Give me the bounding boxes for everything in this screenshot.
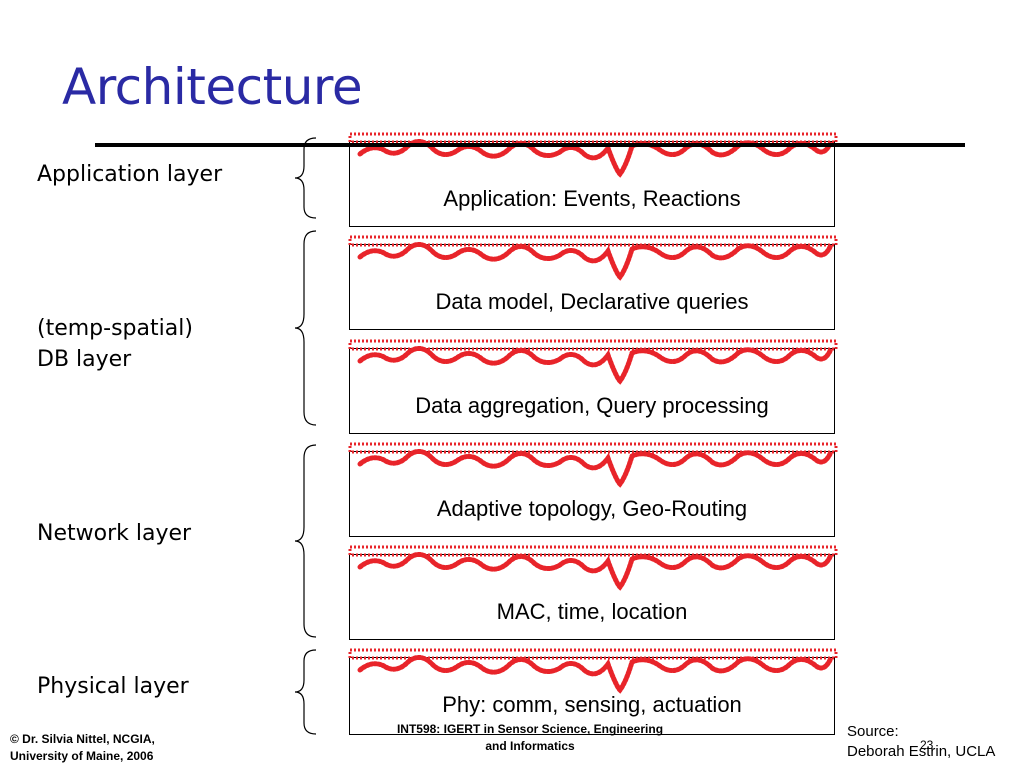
wave-line: [357, 552, 833, 591]
layer-box-physical: Phy: comm, sensing, actuation: [348, 648, 838, 735]
wave-border: [348, 132, 838, 178]
title-underline: [95, 143, 965, 147]
footer-copyright: © Dr. Silvia Nittel, NCGIA, University o…: [10, 732, 155, 763]
layer-box-label: Phy: comm, sensing, actuation: [442, 692, 742, 717]
wave-border: [348, 545, 838, 591]
wave-band: [348, 132, 838, 144]
wave-band: [348, 442, 838, 454]
wave-band: [348, 648, 838, 660]
wave-line: [357, 449, 833, 488]
wave-border: [348, 339, 838, 385]
layer-box-topology: Adaptive topology, Geo-Routing: [348, 442, 838, 537]
group-label-network: Network layer: [37, 521, 192, 546]
wave-border: [348, 648, 838, 694]
group-label-physical: Physical layer: [37, 674, 189, 699]
page-number: 23: [920, 738, 934, 752]
wave-band: [348, 339, 838, 351]
layer-box-label: Data model, Declarative queries: [435, 289, 749, 314]
layer-box-label: MAC, time, location: [496, 599, 688, 624]
group-label-application: Application layer: [37, 162, 223, 187]
layer-box-label: Adaptive topology, Geo-Routing: [436, 496, 748, 521]
layer-box-mac: MAC, time, location: [348, 545, 838, 640]
wave-border: [348, 442, 838, 488]
wave-border: [348, 235, 838, 281]
layer-box-data-model: Data model, Declarative queries: [348, 235, 838, 330]
wave-line: [357, 242, 833, 281]
brace-application: [294, 137, 317, 219]
layer-box-label: Data aggregation, Query processing: [415, 393, 769, 418]
brace-physical: [294, 649, 317, 735]
layer-box-application: Application: Events, Reactions: [348, 132, 838, 227]
layer-box-label: Application: Events, Reactions: [443, 186, 741, 211]
wave-line: [357, 346, 833, 385]
group-label-db: (temp-spatial) DB layer: [37, 316, 193, 372]
layer-box-aggregation: Data aggregation, Query processing: [348, 339, 838, 434]
wave-band: [348, 545, 838, 557]
wave-band: [348, 235, 838, 247]
wave-line: [357, 655, 833, 694]
footer-course: INT598: IGERT in Sensor Science, Enginee…: [396, 722, 664, 753]
slide-title: Architecture: [62, 58, 363, 116]
source-citation: Source: Deborah Estrin, UCLA: [847, 723, 996, 760]
brace-network: [294, 444, 317, 638]
brace-db: [294, 230, 317, 426]
